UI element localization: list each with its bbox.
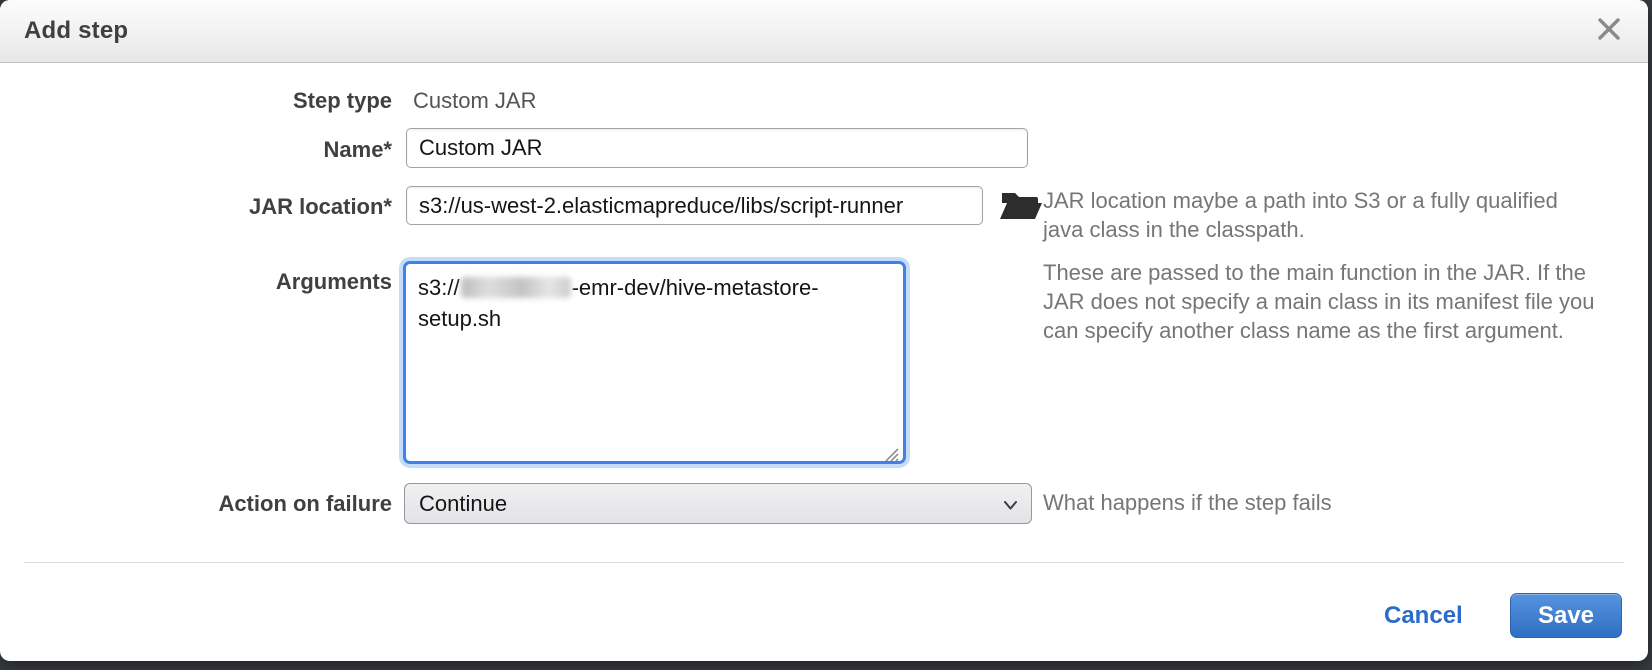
- dialog-header: Add step: [0, 0, 1648, 63]
- redacted-text: [460, 277, 571, 298]
- save-button[interactable]: Save: [1510, 593, 1622, 638]
- jar-location-input[interactable]: [406, 186, 983, 225]
- action-on-failure-label: Action on failure: [218, 491, 392, 516]
- jar-location-help: JAR location maybe a path into S3 or a f…: [1043, 188, 1558, 242]
- resize-grip-icon[interactable]: [882, 440, 900, 461]
- browse-s3-folder-icon[interactable]: [999, 189, 1043, 223]
- cancel-button[interactable]: Cancel: [1384, 602, 1463, 629]
- chevron-down-icon: [1003, 498, 1018, 516]
- action-on-failure-select[interactable]: Continue: [404, 483, 1032, 524]
- close-icon[interactable]: [1594, 15, 1624, 45]
- footer-divider: [24, 562, 1624, 563]
- arguments-text-line2: setup.sh: [418, 306, 502, 331]
- arguments-textarea[interactable]: s3:// -emr-dev/hive-metastore- setup.sh: [403, 261, 906, 464]
- action-on-failure-help: What happens if the step fails: [1043, 490, 1332, 515]
- arguments-text-prefix: s3://: [418, 275, 460, 300]
- step-type-value: Custom JAR: [413, 88, 537, 113]
- step-type-label: Step type: [292, 88, 392, 113]
- arguments-text-suffix: -emr-dev/hive-metastore-: [571, 275, 819, 300]
- arguments-help: These are passed to the main function in…: [1043, 260, 1595, 343]
- arguments-label: Arguments: [275, 269, 392, 294]
- name-label: Name*: [323, 137, 392, 162]
- jar-location-label: JAR location*: [248, 194, 392, 219]
- select-value: Continue: [419, 491, 508, 516]
- name-input[interactable]: [406, 128, 1028, 168]
- dialog-title: Add step: [24, 17, 129, 44]
